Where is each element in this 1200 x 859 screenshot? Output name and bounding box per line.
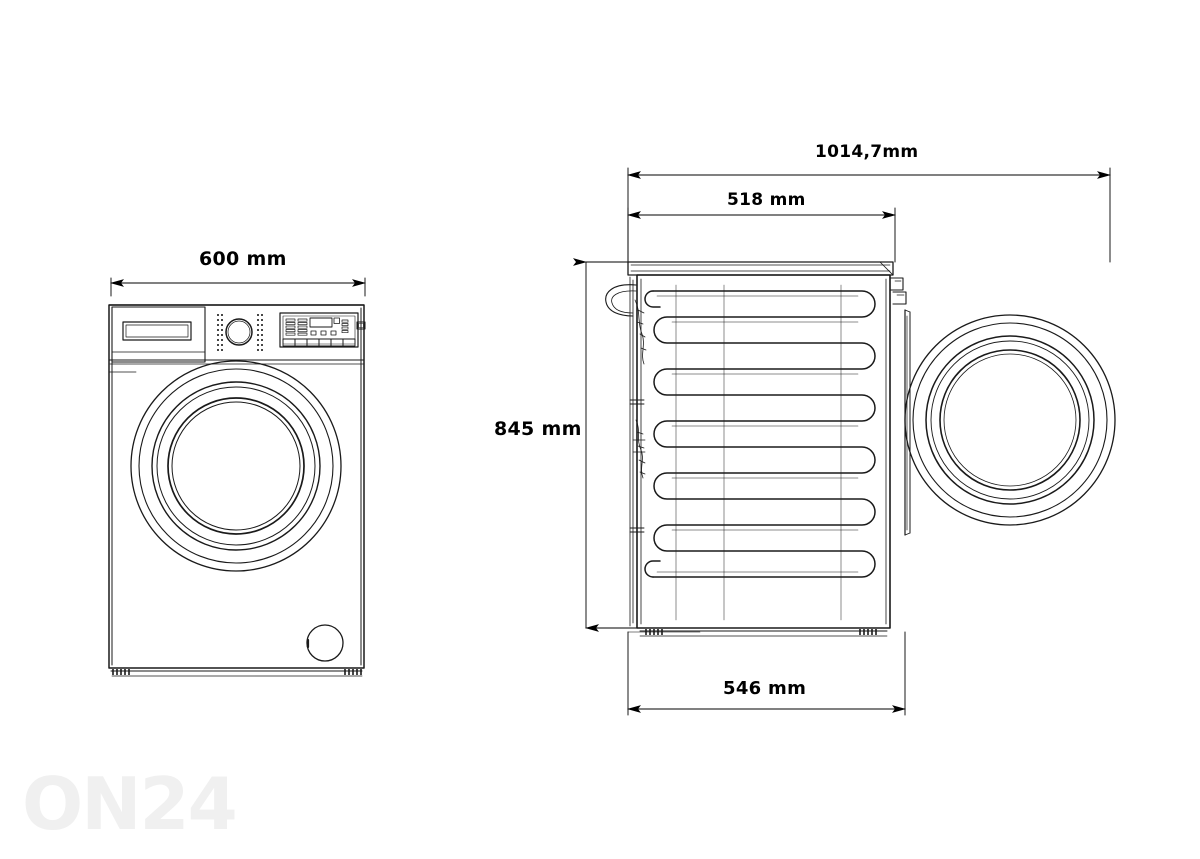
front-door — [130, 360, 342, 572]
dimension-height — [573, 258, 641, 632]
power-cable-harness — [632, 299, 647, 479]
dimension-label-height: 845 mm — [494, 418, 582, 440]
door-hinge — [889, 277, 907, 311]
front-view-group — [108, 277, 366, 677]
dimension-label-total-depth: 1014,7mm — [815, 142, 919, 162]
dimension-label-base-depth: 546 mm — [723, 678, 807, 699]
program-knob — [225, 318, 253, 346]
knob-dial-marks — [217, 314, 263, 351]
side-cabinet-inner — [640, 278, 887, 625]
open-door-rings — [904, 314, 1116, 526]
dimension-label-body-depth: 518 mm — [727, 190, 806, 210]
detergent-drawer — [111, 306, 206, 363]
side-extension-leaders — [585, 627, 701, 633]
side-top-lid — [627, 261, 894, 276]
side-seams — [629, 399, 645, 533]
watermark-on24: ON24 — [22, 762, 238, 846]
front-feet — [108, 667, 365, 677]
control-panel — [279, 312, 366, 348]
door-edge-plate — [904, 309, 911, 536]
side-back-panel — [629, 276, 634, 627]
dimension-base-depth — [627, 631, 906, 716]
side-guide-lines — [675, 284, 842, 621]
condenser-coil-highlight — [656, 295, 859, 573]
condenser-serpentine-coil — [644, 290, 876, 578]
side-view-group — [573, 167, 1116, 716]
filter-cap — [306, 624, 344, 662]
inlet-hose — [605, 284, 637, 317]
side-cabinet-outline — [636, 274, 891, 629]
side-feet — [636, 627, 891, 637]
dimension-label-front-width: 600 mm — [199, 248, 287, 270]
dimension-front-width — [110, 277, 366, 297]
dimension-body-depth — [627, 207, 896, 263]
front-cabinet-top-edge — [111, 307, 362, 666]
